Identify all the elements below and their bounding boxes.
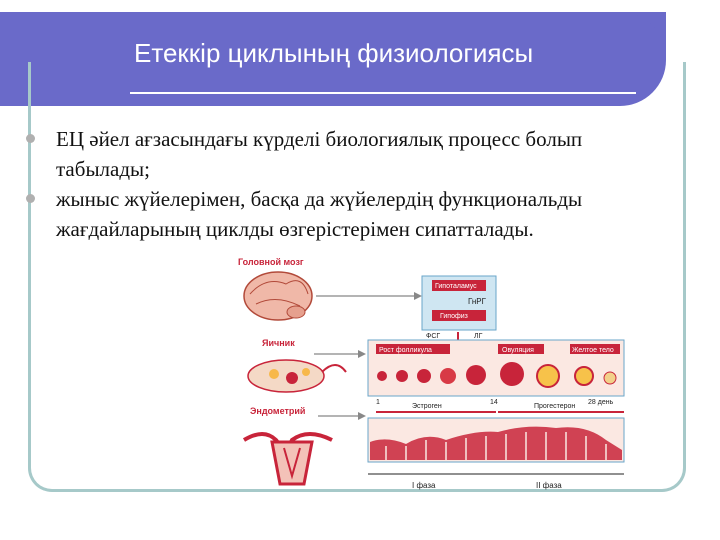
brain-illustration [243,271,313,321]
label-ovulation: Овуляция [502,347,534,354]
slide-title: Етеккір циклының физиологиясы [134,38,534,68]
title-bar [0,12,666,106]
menstrual-cycle-diagram: Головной мозг Гипоталамус ГнРГ Гипофиз Ф… [238,257,625,490]
endometrium-thickness [370,426,622,460]
label-endometrium: Эндометрий [250,406,305,416]
bullet-item: жыныс жүйелерімен, басқа да жүйелердің ф… [26,184,666,244]
label-fsh: ФСГ [426,333,440,340]
label-day-1: 1 [376,399,380,406]
title-divider [130,92,636,94]
label-estrogens: Эстроген [412,403,442,410]
label-ovary: Яичник [262,338,295,348]
bullet-text: ЕЦ әйел ағзасындағы күрделі биологиялық … [56,127,583,181]
label-lh: ЛГ [474,333,483,340]
label-corpus-luteum: Желтое тело [572,347,614,354]
label-day-14: 14 [490,399,498,406]
bullet-icon [26,194,35,203]
bullet-icon [26,134,35,143]
slide-frame [28,62,686,492]
uterus-illustration [242,432,333,486]
label-day-28: 28 день [588,399,614,406]
label-follicle: Рост фолликула [379,347,432,354]
bullet-item: ЕЦ әйел ағзасындағы күрделі биологиялық … [26,124,666,184]
label-brain: Головной мозг [238,257,304,267]
endometrium-glands [385,432,607,460]
label-girg: ГнРГ [468,297,487,306]
label-phase-1: I фаза [412,481,436,490]
label-progesterone: Прогестерон [534,403,575,410]
pituitary-label-bg [432,310,486,321]
label-hypothalamus: Гипоталамус [435,283,477,290]
label-pituitary: Гипофиз [440,313,468,320]
ovary-illustration [247,359,347,393]
bullet-text: жыныс жүйелерімен, басқа да жүйелердің ф… [56,187,583,241]
bullet-list: ЕЦ әйел ағзасындағы күрделі биологиялық … [26,124,666,244]
label-phase-2: II фаза [536,481,562,490]
hypothalamus-label-bg [432,280,486,291]
follicle-stages [377,362,617,388]
